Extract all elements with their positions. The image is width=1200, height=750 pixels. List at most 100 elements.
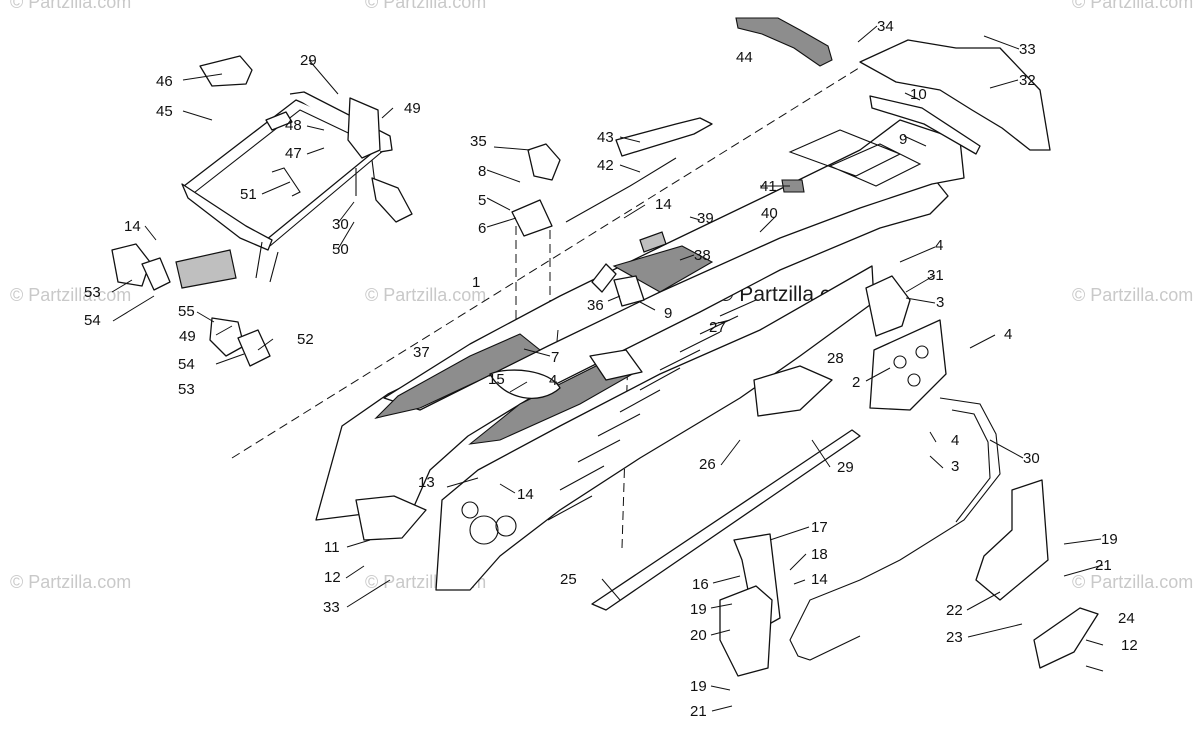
callout-19: 19 <box>690 601 707 618</box>
callout-12: 12 <box>1121 637 1138 654</box>
toe-24 <box>1033 607 1099 669</box>
assembly-line-main <box>231 65 863 459</box>
callout-1: 1 <box>472 274 480 291</box>
trim-37 <box>374 333 542 419</box>
callout-4: 4 <box>549 372 557 389</box>
callout-30: 30 <box>332 216 349 233</box>
wedge-35 <box>527 143 561 181</box>
bumper-30 <box>789 397 1001 661</box>
callout-55: 55 <box>178 303 195 320</box>
callout-37: 37 <box>413 344 430 361</box>
callout-19: 19 <box>1101 531 1118 548</box>
callout-9: 9 <box>664 305 672 322</box>
plate-2-hole-c <box>907 373 921 387</box>
rack-legs <box>255 159 377 283</box>
callout-54: 54 <box>178 356 195 373</box>
bracket-54a <box>141 257 171 291</box>
assembly-line-15 <box>621 353 629 549</box>
callout-52: 52 <box>297 331 314 348</box>
strip-10 <box>869 95 981 155</box>
watermark-right: © Partzilla.com <box>1072 285 1193 305</box>
bracket-31 <box>865 275 911 337</box>
callout-26: 26 <box>699 456 716 473</box>
strap-51 <box>271 167 301 197</box>
watermark-top-mid: © Partzilla.com <box>365 0 486 12</box>
rack-cover-46 <box>199 55 253 87</box>
callout-23: 23 <box>946 629 963 646</box>
block-6 <box>511 199 553 237</box>
watermark-left: © Partzilla.com <box>10 285 131 305</box>
callout-51: 51 <box>240 186 257 203</box>
callout-28: 28 <box>827 350 844 367</box>
callout-18: 18 <box>811 546 828 563</box>
callout-27: 27 <box>709 319 726 336</box>
callout-25: 25 <box>560 571 577 588</box>
bracket-54b <box>209 317 245 357</box>
bumper-30-inner <box>951 409 991 523</box>
callout-16: 16 <box>692 576 709 593</box>
callout-15: 15 <box>488 371 505 388</box>
callout-17: 17 <box>811 519 828 536</box>
pad-39 <box>639 231 667 253</box>
callout-38: 38 <box>694 247 711 264</box>
callout-53: 53 <box>178 381 195 398</box>
top-parts <box>511 17 1051 307</box>
tunnel-wheel-cutout <box>489 369 561 399</box>
callout-53: 53 <box>84 284 101 301</box>
callout-14: 14 <box>811 571 828 588</box>
callout-7: 7 <box>551 349 559 366</box>
guard-22 <box>975 479 1049 601</box>
callout-8: 8 <box>478 163 486 180</box>
callout-2: 2 <box>852 374 860 391</box>
callout-49: 49 <box>404 100 421 117</box>
tunnel-hole-b <box>495 515 517 537</box>
callout-4: 4 <box>951 432 959 449</box>
callout-20: 20 <box>690 627 707 644</box>
rack-label-plate <box>265 111 293 131</box>
callout-numbers: 1 2 3 3 4 4 4 4 5 6 7 8 9 9 10 11 12 12 … <box>84 18 1138 720</box>
callout-30: 30 <box>1023 450 1040 467</box>
leader-lines <box>111 25 1104 712</box>
callout-13: 13 <box>418 474 435 491</box>
watermark-mid: © Partzilla.com <box>365 285 486 305</box>
callout-33: 33 <box>1019 41 1036 58</box>
callout-45: 45 <box>156 103 173 120</box>
callout-21: 21 <box>1095 557 1112 574</box>
callout-33: 33 <box>323 599 340 616</box>
block-36 <box>613 275 645 307</box>
callout-22: 22 <box>946 602 963 619</box>
callout-14: 14 <box>655 196 672 213</box>
block-55 <box>175 249 237 289</box>
callout-9: 9 <box>899 131 907 148</box>
tunnel-x-cutouts <box>788 129 922 187</box>
callout-35: 35 <box>470 133 487 150</box>
flap-32 <box>859 39 1051 151</box>
callout-42: 42 <box>597 157 614 174</box>
rack-front-tube <box>181 183 273 251</box>
plate-2-hole-a <box>893 355 907 369</box>
rack-mount-plate <box>347 97 381 159</box>
rack-foot <box>371 177 413 223</box>
callout-48: 48 <box>285 117 302 134</box>
tunnel-hole-a <box>469 515 499 545</box>
plate-2-hole-b <box>915 345 929 359</box>
callout-14: 14 <box>124 218 141 235</box>
right-side-parts <box>591 275 1049 677</box>
callout-5: 5 <box>478 192 486 209</box>
callout-24: 24 <box>1118 610 1135 627</box>
tunnel-toe-11 <box>355 495 427 541</box>
bracket-20 <box>719 585 773 677</box>
callout-3: 3 <box>951 458 959 475</box>
rod-42 <box>565 157 677 223</box>
callout-50: 50 <box>332 241 349 258</box>
plate-2 <box>869 319 947 411</box>
callout-4: 4 <box>935 237 943 254</box>
callout-46: 46 <box>156 73 173 90</box>
callout-40: 40 <box>761 205 778 222</box>
callout-3: 3 <box>936 294 944 311</box>
rear-rack <box>111 55 413 367</box>
callout-14: 14 <box>517 486 534 503</box>
callout-32: 32 <box>1019 72 1036 89</box>
callout-19: 19 <box>690 678 707 695</box>
